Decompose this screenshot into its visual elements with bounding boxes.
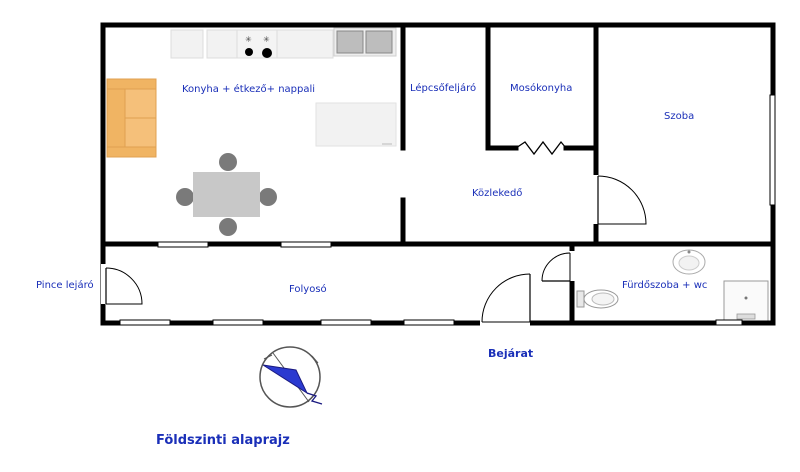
stove <box>236 29 278 59</box>
entrance-label: Bejárat <box>488 347 533 360</box>
window <box>280 241 332 248</box>
window <box>403 319 455 326</box>
chair <box>219 153 237 171</box>
room-label-kitchen: Konyha + étkező+ nappali <box>182 83 315 95</box>
room-label-corridor: Folyosó <box>289 283 327 295</box>
window <box>769 94 776 206</box>
room-label-laundry: Mosókonyha <box>510 82 572 94</box>
shower-tray <box>723 280 769 322</box>
window <box>119 319 171 326</box>
chair <box>176 188 194 206</box>
washbasin <box>672 249 706 275</box>
stove-burner <box>245 48 253 56</box>
sofa <box>106 78 157 158</box>
toilet <box>576 289 619 309</box>
kitchen-counter: ✳ ✳ <box>170 27 397 59</box>
room-label-bathroom: Fürdőszoba + wc <box>622 279 707 291</box>
cellar-stairs-label: Pince lejáró <box>36 279 94 291</box>
stove-burner-mark: ✳ <box>263 35 270 44</box>
kitchen-island <box>315 102 397 147</box>
entrance-door[interactable] <box>480 273 531 326</box>
window <box>157 241 209 248</box>
laundry-folding-door[interactable] <box>515 140 567 156</box>
window <box>320 319 372 326</box>
cellar-door[interactable] <box>101 264 143 305</box>
plan-title: Földszinti alaprajz <box>156 433 290 448</box>
room-label-hall: Közlekedő <box>472 187 522 199</box>
window <box>715 319 743 326</box>
bathroom-door[interactable] <box>541 251 575 282</box>
chair <box>259 188 277 206</box>
room-label-staircase: Lépcsőfeljáró <box>410 82 476 94</box>
dining-table <box>176 153 277 236</box>
stove-burner <box>262 48 272 58</box>
room-label-room: Szoba <box>664 111 694 122</box>
window <box>212 319 264 326</box>
room-door[interactable] <box>593 175 647 225</box>
stove-burner-mark: ✳ <box>245 35 252 44</box>
chair <box>219 218 237 236</box>
windows <box>119 94 776 326</box>
compass-icon <box>259 346 323 408</box>
